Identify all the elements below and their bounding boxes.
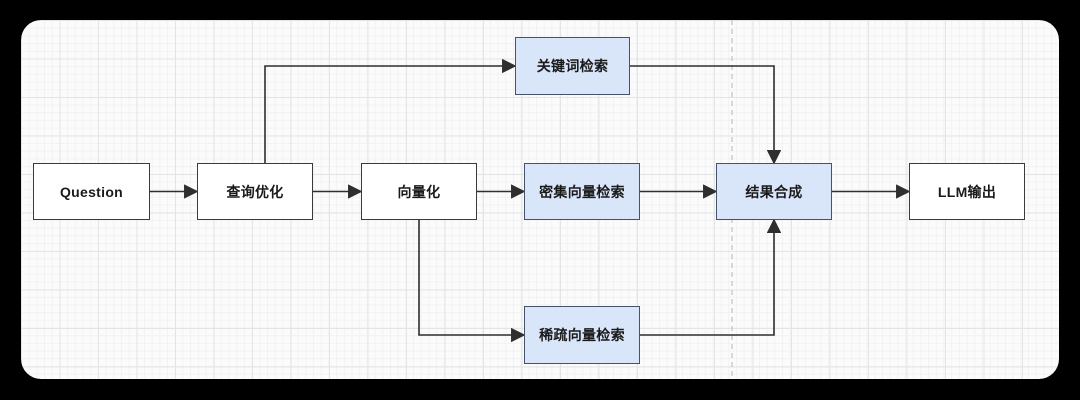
node-llm-output-label: LLM输出: [937, 183, 997, 200]
node-dense-vector-retrieval-label: 密集向量检索: [539, 183, 625, 200]
node-dense-vector-retrieval: 密集向量检索: [524, 163, 640, 220]
node-keyword-retrieval-label: 关键词检索: [536, 58, 609, 74]
node-vectorization-label: 向量化: [397, 183, 441, 200]
node-vectorization: 向量化: [361, 163, 477, 220]
node-question: Question: [33, 163, 150, 220]
node-question-label: Question: [59, 183, 124, 200]
node-llm-output: LLM输出: [909, 163, 1025, 220]
edge-sparse-to-merge: [640, 218, 782, 336]
edge-query-to-keyword: [264, 58, 517, 163]
edge-keyword-to-merge: [630, 65, 782, 165]
node-sparse-vector-retrieval-label: 稀疏向量检索: [539, 327, 625, 343]
node-keyword-retrieval: 关键词检索: [515, 37, 630, 95]
node-result-synthesis-label: 结果合成: [745, 183, 803, 200]
node-query-optimization: 查询优化: [197, 163, 313, 220]
node-sparse-vector-retrieval: 稀疏向量检索: [524, 306, 640, 364]
edge-layer: [150, 20, 911, 379]
diagram-canvas: Question 查询优化 向量化 关键词检索 密集向量检索 稀疏向量检索 结果…: [21, 20, 1059, 379]
node-result-synthesis: 结果合成: [716, 163, 832, 220]
node-query-optimization-label: 查询优化: [226, 183, 284, 200]
edge-vector-to-sparse: [418, 220, 526, 343]
